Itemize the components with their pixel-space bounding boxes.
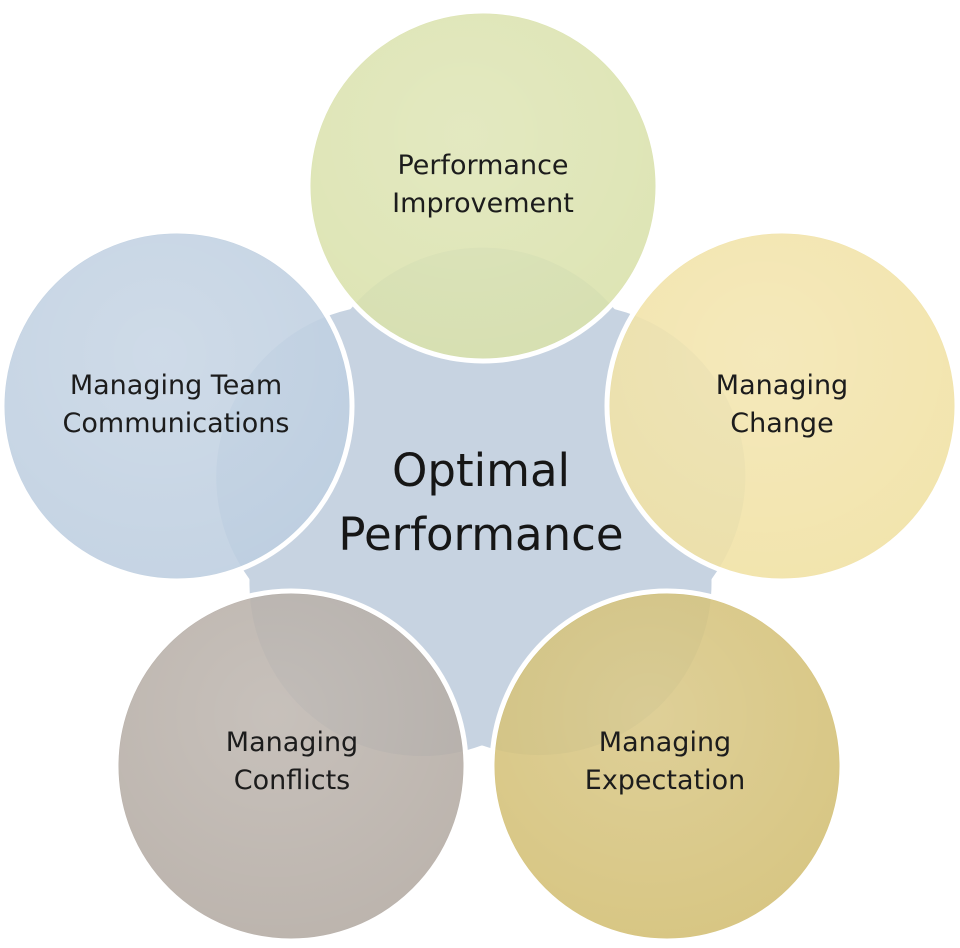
circle-shine-managing-conflicts xyxy=(119,594,463,938)
circle-shine-managing-expectation xyxy=(495,594,839,938)
circle-shine-managing-change xyxy=(610,234,954,578)
node-label-performance-improvement: Performance Improvement xyxy=(392,150,574,219)
center-label-optimal-performance: Optimal Performance xyxy=(338,444,624,561)
circle-shine-performance-improvement xyxy=(311,14,655,358)
circle-shine-managing-team-communications xyxy=(5,234,349,578)
circle-layer xyxy=(0,8,960,944)
node-label-managing-conflicts: Managing Conflicts xyxy=(225,727,359,796)
node-label-managing-team-communications: Managing Team Communications xyxy=(62,370,290,439)
node-label-managing-change: Managing Change xyxy=(715,370,849,439)
node-label-managing-expectation: Managing Expectation xyxy=(584,727,746,796)
